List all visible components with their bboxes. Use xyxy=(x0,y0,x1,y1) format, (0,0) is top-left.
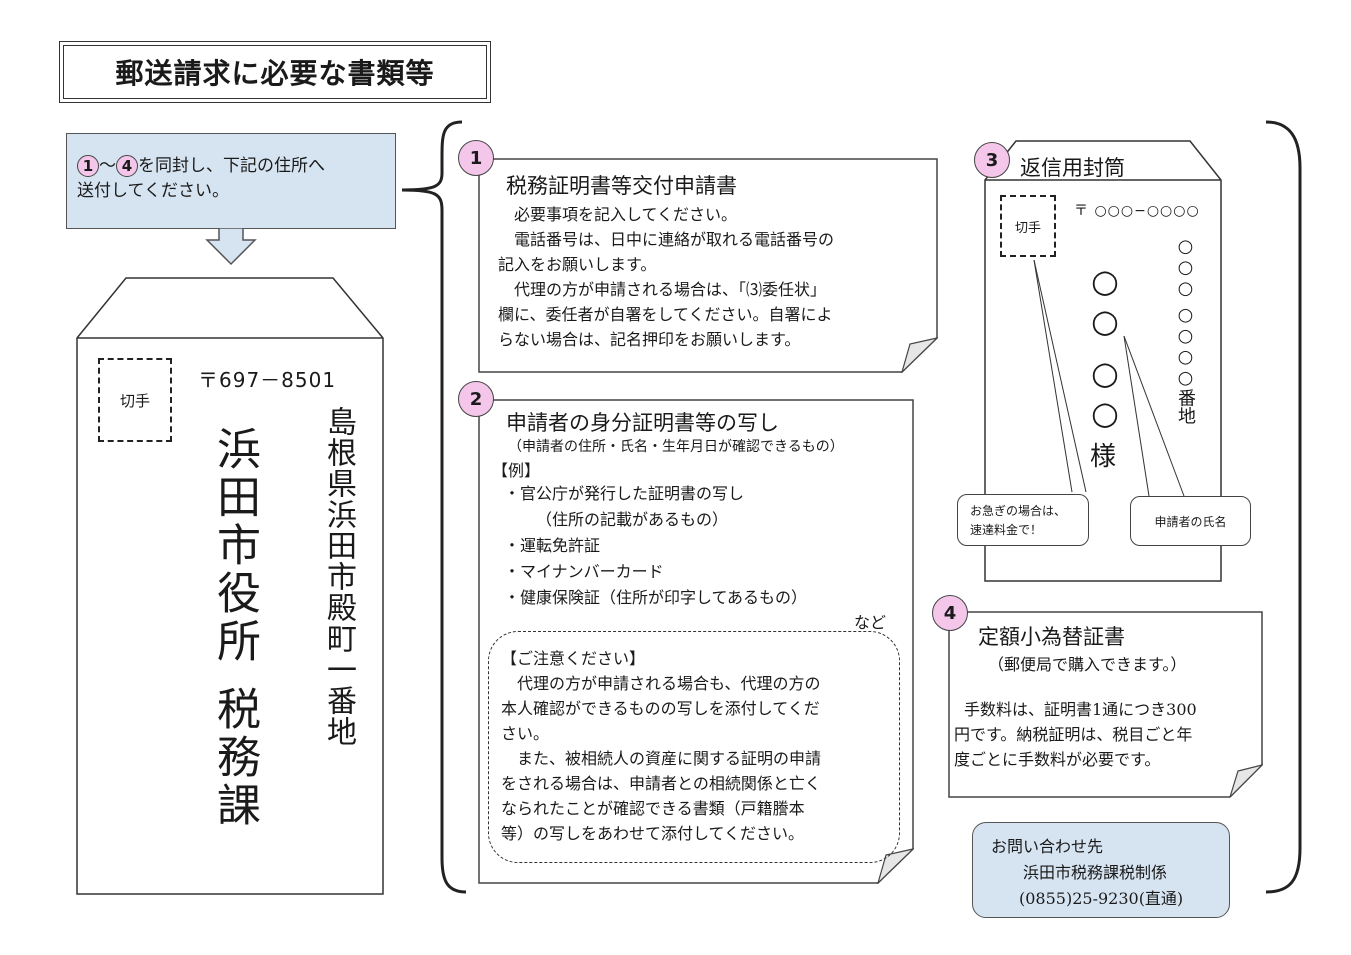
card-line: 記入をお願いします。 xyxy=(498,255,657,274)
card-line: らない場合は、記名押印をお願いします。 xyxy=(498,330,801,349)
card-body: 手数料は、証明書1通につき300 円です。納税証明は、税目ごと年 度ごとに手数料… xyxy=(954,697,1259,772)
card-subtitle: （郵便局で購入できます。） xyxy=(988,655,1187,674)
callout-express: お急ぎの場合は、 速達料金で！ xyxy=(957,494,1089,546)
callout-line: 速達料金で！ xyxy=(970,523,1043,537)
example-label: 【例】 xyxy=(492,461,541,480)
callout-applicant-name: 申請者の氏名 xyxy=(1130,496,1251,546)
card-outline xyxy=(478,399,914,884)
card-body: 必要事項を記入してください。 電話番号は、日中に連絡が取れる電話番号の 記入をお… xyxy=(498,202,928,352)
list-item: ・運転免許証 xyxy=(504,536,601,555)
caution-line: をされる場合は、申請者との相続関係と亡く xyxy=(501,774,821,793)
list-item: ・マイナンバーカード xyxy=(504,562,664,581)
return-envelope-outline xyxy=(984,140,1222,582)
stamp-box: 切手 xyxy=(98,358,172,442)
instruction-line2: 送付してください。 xyxy=(77,181,229,201)
badge-3: 3 xyxy=(974,142,1010,178)
instruction-tilde: ～ xyxy=(99,156,116,176)
card-line: 電話番号は、日中に連絡が取れる電話番号の xyxy=(514,230,835,249)
caution-note: 【ご注意ください】 代理の方が申請される場合も、代理の方の 本人確認ができるもの… xyxy=(488,631,900,863)
title-box: 郵送請求に必要な書類等 xyxy=(59,41,491,103)
caution-line: なられたことが確認できる書類（戸籍謄本 xyxy=(501,799,805,818)
mailing-envelope: 切手 〒697－8501 島根県浜田市殿町一番地 浜田市役所 税務課 xyxy=(76,276,384,896)
card-line: 必要事項を記入してください。 xyxy=(514,205,738,224)
example-list: ・官公庁が発行した証明書の写し （住所の記載があるもの） ・運転免許証 ・マイナ… xyxy=(504,481,904,611)
badge-4: 4 xyxy=(932,595,968,631)
caution-body: 【ご注意ください】 代理の方が申請される場合も、代理の方の 本人確認ができるもの… xyxy=(501,646,893,846)
contact-box: お問い合わせ先 浜田市税務課税制係 (0855)25-9230(直通) xyxy=(972,822,1230,918)
left-brace xyxy=(401,120,467,894)
badge-2: 2 xyxy=(458,381,494,417)
instruction-badge-1: 1 xyxy=(77,155,99,177)
caution-line: 代理の方が申請される場合も、代理の方の xyxy=(517,674,821,693)
card-application-form: 1 税務証明書等交付申請書 必要事項を記入してください。 電話番号は、日中に連絡… xyxy=(458,140,938,373)
instruction-badge-4: 4 xyxy=(116,155,138,177)
envelope-recipient-office: 浜田市役所 xyxy=(209,426,260,666)
return-stamp-box: 切手 xyxy=(1000,195,1056,257)
caution-line: 本人確認ができるものの写しを添付してくだ xyxy=(501,699,820,718)
card-title: 定額小為替証書 xyxy=(978,625,1125,649)
card-outline xyxy=(948,611,1263,798)
badge-1: 1 xyxy=(458,140,494,176)
caution-title: 【ご注意ください】 xyxy=(501,649,646,668)
card-title: 返信用封筒 xyxy=(1020,156,1125,180)
postal-code: 〒697－8501 xyxy=(198,368,337,392)
caution-line: 等）の写しをあわせて添付してください。 xyxy=(501,824,805,843)
card-title: 申請者の身分証明書等の写し xyxy=(506,411,779,435)
card-postal-order: 4 定額小為替証書 （郵便局で購入できます。） 手数料は、証明書1通につき300… xyxy=(932,595,1263,798)
envelope-outline xyxy=(76,277,384,895)
card-subtitle: （申請者の住所・氏名・生年月日が確認できるもの） xyxy=(508,439,844,455)
card-line: 手数料は、証明書1通につき300 xyxy=(964,700,1197,719)
return-honorific: 様 xyxy=(1090,442,1117,472)
card-outline xyxy=(478,158,938,373)
page-title: 郵送請求に必要な書類等 xyxy=(63,45,487,99)
contact-label: お問い合わせ先 xyxy=(991,837,1104,856)
caution-line: また、被相続人の資産に関する証明の申請 xyxy=(517,749,822,768)
list-item: （住所の記載があるもの） xyxy=(536,510,729,529)
list-item: ・健康保険証（住所が印字してあるもの） xyxy=(504,588,808,607)
card-line: 度ごとに手数料が必要です。 xyxy=(954,750,1161,769)
return-address: ○○○ ○○○○番地 xyxy=(1175,236,1196,425)
envelope-recipient-dept: 税務課 xyxy=(209,686,260,830)
instruction-line1: を同封し、下記の住所へ xyxy=(138,156,325,176)
envelope-address: 島根県浜田市殿町一番地 xyxy=(321,406,356,747)
contact-phone: (0855)25-9230(直通) xyxy=(1019,889,1184,908)
card-title: 税務証明書等交付申請書 xyxy=(506,174,737,198)
card-line: 円です。納税証明は、税目ごと年 xyxy=(954,725,1193,744)
callout-line: お急ぎの場合は、 xyxy=(970,504,1067,518)
right-brace xyxy=(1265,120,1302,894)
card-line: 欄に、委任者が自署をしてください。自署によ xyxy=(498,305,833,324)
down-arrow-icon xyxy=(205,228,257,266)
caution-line: さい。 xyxy=(501,724,550,743)
return-name: ○○ ○○ xyxy=(1086,262,1124,435)
card-line: 代理の方が申請される場合は、「⑶委任状」 xyxy=(514,280,827,299)
card-identity-documents: 2 申請者の身分証明書等の写し （申請者の住所・氏名・生年月日が確認できるもの）… xyxy=(458,381,914,884)
return-postal-code: 〒 ○○○−○○○○ xyxy=(1074,203,1200,219)
card-return-envelope: 3 返信用封筒 切手 〒 ○○○−○○○○ ○○○ ○○○○番地 ○○ ○○ 様 xyxy=(974,140,1222,582)
list-item: ・官公庁が発行した証明書の写し xyxy=(504,484,745,503)
contact-department: 浜田市税務課税制係 xyxy=(1023,863,1168,882)
etc-label: など xyxy=(854,613,887,632)
